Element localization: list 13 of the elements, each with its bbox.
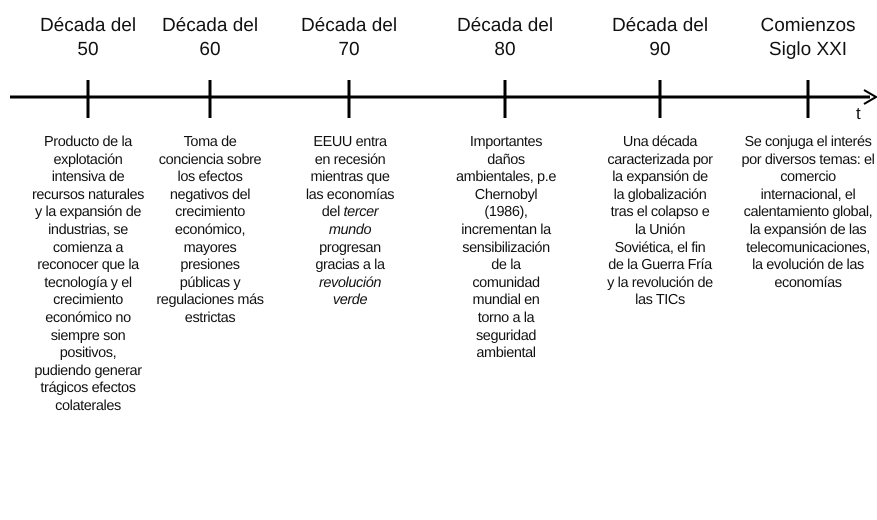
period-heading: Comienzos Siglo XXI — [759, 14, 857, 62]
period-heading: Década del 90 — [610, 14, 710, 62]
axis-label: t — [856, 104, 861, 124]
period-description: EEUU entra en recesión mientras que las economías del tercer mundo progresan gracias a la revolución verde — [304, 134, 396, 310]
period-description: Importantes daños ambientales, p.e Chernobyl (1986), incrementan la sensibilización de la comunidad mundial en torno a la seguridad ambiental — [456, 134, 556, 363]
period-heading: Década del 60 — [160, 14, 260, 62]
period-description: Una década caracterizada por la expansión de la globalización tras el colapso e la Unión Soviética, el fin de la Guerra Fría y la revolución de las TICs — [606, 134, 714, 310]
period-description: Toma de conciencia sobre los efectos negativos del crecimiento económico, mayores presiones públicas y regulaciones más estrictas — [156, 134, 264, 328]
period-heading: Década del 80 — [456, 14, 554, 62]
period-heading: Década del 50 — [38, 14, 138, 62]
period-heading: Década del 70 — [300, 14, 398, 62]
period-description: Producto de la explotación intensiva de recursos naturales y la expansión de industrias, se comienza a reconocer que la tecnología y el crecimiento económico no siempre son positivos, pudiendo generar trágicos efectos colaterales — [30, 134, 146, 416]
period-description: Se conjuga el interés por diversos temas: el comercio internacional, el calentamiento global, la expansión de las telecomunicaciones, la evolución de las economías — [740, 134, 876, 292]
